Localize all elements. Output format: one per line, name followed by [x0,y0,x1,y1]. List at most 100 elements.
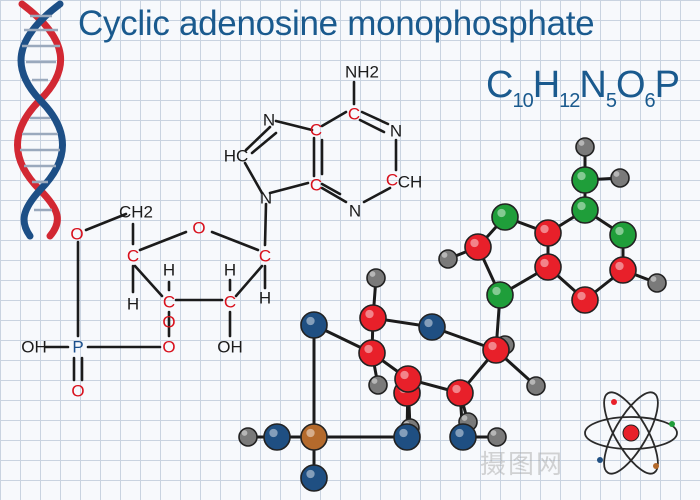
atom-ball-n [491,203,519,231]
atom-ball-c [446,379,474,407]
atom-ball-highlight [371,378,378,384]
atom-ball-p [300,423,328,451]
formula-part: H [532,64,560,106]
atom-ball-c [482,336,510,364]
atom-label: O [70,225,83,244]
atom-ball-highlight [578,140,585,146]
atom-ball-o [449,423,477,451]
atom-label: C [224,293,236,312]
atom-label: N [349,202,361,221]
atom-ball-highlight [577,171,586,181]
atom-ball-highlight [470,238,479,248]
atom-ball-highlight [577,201,586,211]
atom-label: N [260,189,272,208]
atom-ball-h [647,273,667,293]
atom-label: C [259,247,271,266]
formula-part: N [579,64,606,106]
atom-ball-c [464,233,492,261]
atom-ball-highlight [650,276,657,282]
atom-ball-c [609,256,637,284]
watermark-text: 摄图网 [480,450,565,480]
atom-label: C [310,121,322,140]
atom-label: C [386,171,398,190]
formula-part: P [654,64,680,106]
atom-ball-o [263,423,291,451]
atom-ball-c [394,365,422,393]
atom-ball-h [438,249,458,269]
atom-label: H [127,295,139,314]
atom-ball-h [368,375,388,395]
atom-label: C [163,293,175,312]
atom-label: CH [398,173,423,192]
atom-ball-h [238,427,258,447]
atom-ball-highlight [399,428,408,438]
atom-label: OH [217,338,243,357]
atom-label: O [162,338,175,357]
dna-helix-icon [14,0,66,240]
atom-label: N [263,111,275,130]
atom-ball-c [358,339,386,367]
atom-ball-o [300,311,328,339]
atom-ball-highlight [461,415,468,421]
formula-subscript: 5 [605,90,617,112]
atom-ball-h [487,427,507,447]
atom-label: P [72,338,83,357]
skeletal-atom-labels: NH2 N C C N HC C C CH N N CH2 O O C C H … [21,63,422,401]
formula-subscript: 10 [512,90,533,112]
atom-ball-n [609,221,637,249]
atom-ball-highlight [577,291,586,301]
atom-label: OH [21,338,47,357]
atom-ball-n [486,281,514,309]
atom-label: H [224,261,236,280]
atom-ball-highlight [488,341,497,351]
atom-ball-o [418,313,446,341]
atom-ball-c [534,253,562,281]
formula-part: O [615,64,646,106]
atom-icon [584,391,678,475]
atom-label: H [259,289,271,308]
atom-label: CH2 [119,203,153,222]
atom-ball-highlight [369,271,376,277]
atom-ball-highlight [615,261,624,271]
atom-ball-c [359,304,387,332]
atom-ball-highlight [452,384,461,394]
atom-ball-highlight [365,309,374,319]
atom-ball-o [300,464,328,492]
atom-ball-h [366,268,386,288]
atom-ball-highlight [241,430,248,436]
atom-label: H [163,261,175,280]
atom-label: C [310,176,322,195]
atom-label: O [71,382,84,401]
atom-ball-highlight [306,316,315,326]
atom-ball-highlight [529,379,536,385]
atom-ball-n [571,166,599,194]
atom-ball-highlight [615,226,624,236]
atom-label: N [390,122,402,141]
molecular-formula: C10H12N5O6P [486,64,680,113]
atom-ball-c [571,286,599,314]
formula-part: C [486,64,513,106]
atom-ball-highlight [306,428,315,438]
atom-label: C [348,105,360,124]
atom-ball-highlight [441,252,448,258]
atom-ball-highlight [613,171,620,177]
atom-ball-highlight [424,318,433,328]
atom-ball-highlight [497,208,506,218]
atom-ball-highlight [306,469,315,479]
ball-stick-atoms [238,137,667,492]
atom-ball-o [393,423,421,451]
atom-ball-highlight [455,428,464,438]
atom-ball-highlight [540,224,549,234]
atom-label: C [127,247,139,266]
skeletal-bonds [44,80,398,382]
atom-ball-h [610,168,630,188]
atom-ball-highlight [490,430,497,436]
atom-ball-highlight [400,370,409,380]
atom-label: HC [224,147,249,166]
atom-ball-highlight [540,258,549,268]
page-title: Cyclic adenosine monophosphate [78,4,595,43]
atom-label: NH2 [345,63,379,82]
atom-ball-highlight [269,428,278,438]
